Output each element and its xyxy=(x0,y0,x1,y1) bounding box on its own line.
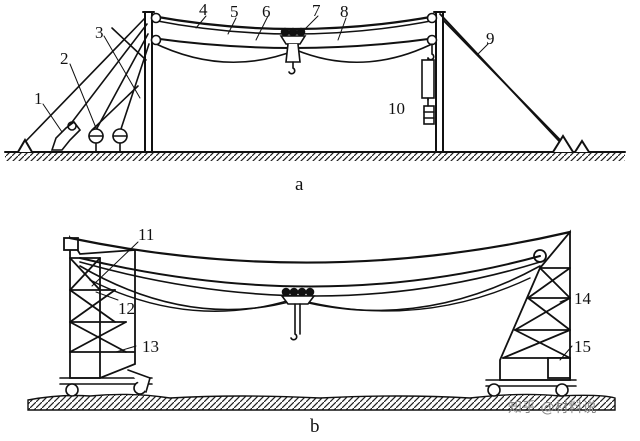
label-6: 6 xyxy=(262,2,271,21)
left-guy-ropes xyxy=(24,17,150,143)
left-carriage xyxy=(59,369,153,397)
left-tower xyxy=(63,234,136,379)
counterweight xyxy=(421,43,435,125)
leader-lines-b xyxy=(91,241,573,361)
trolley xyxy=(279,27,307,75)
leader-lines-a xyxy=(42,15,489,133)
label-5: 5 xyxy=(230,2,239,21)
ground-a xyxy=(5,152,625,161)
labels-a: 1 2 3 4 5 6 7 8 9 10 a xyxy=(34,0,495,195)
labels-b: 11 12 13 14 15 b 知乎 @材料说 xyxy=(118,225,596,437)
diagram-b xyxy=(27,229,616,411)
label-3: 3 xyxy=(95,23,104,42)
winch xyxy=(50,120,82,151)
label-13: 13 xyxy=(142,337,159,356)
right-carriage xyxy=(485,379,577,397)
label-8: 8 xyxy=(340,2,349,21)
label-7: 7 xyxy=(312,1,321,20)
left-anchor xyxy=(17,138,33,153)
label-2: 2 xyxy=(60,49,69,68)
left-mast xyxy=(142,11,155,153)
label-4: 4 xyxy=(199,0,208,19)
label-11: 11 xyxy=(138,225,154,244)
label-10: 10 xyxy=(388,99,405,118)
label-15: 15 xyxy=(574,337,591,356)
label-14: 14 xyxy=(574,289,592,308)
right-tower xyxy=(499,229,571,381)
trolley-b xyxy=(280,287,316,341)
right-anchor-2 xyxy=(574,139,590,153)
right-guy-rope xyxy=(439,13,569,149)
right-anchor xyxy=(552,134,574,153)
label-12: 12 xyxy=(118,299,135,318)
caption-a: a xyxy=(295,174,304,195)
label-1: 1 xyxy=(34,89,43,108)
diagram-a xyxy=(4,11,626,161)
ground-pulleys xyxy=(88,128,128,153)
top-sheaves xyxy=(150,12,438,46)
caption-b: b xyxy=(310,416,320,436)
label-9: 9 xyxy=(486,29,495,48)
watermark: 知乎 @材料说 xyxy=(508,399,596,416)
right-mast xyxy=(433,11,446,153)
